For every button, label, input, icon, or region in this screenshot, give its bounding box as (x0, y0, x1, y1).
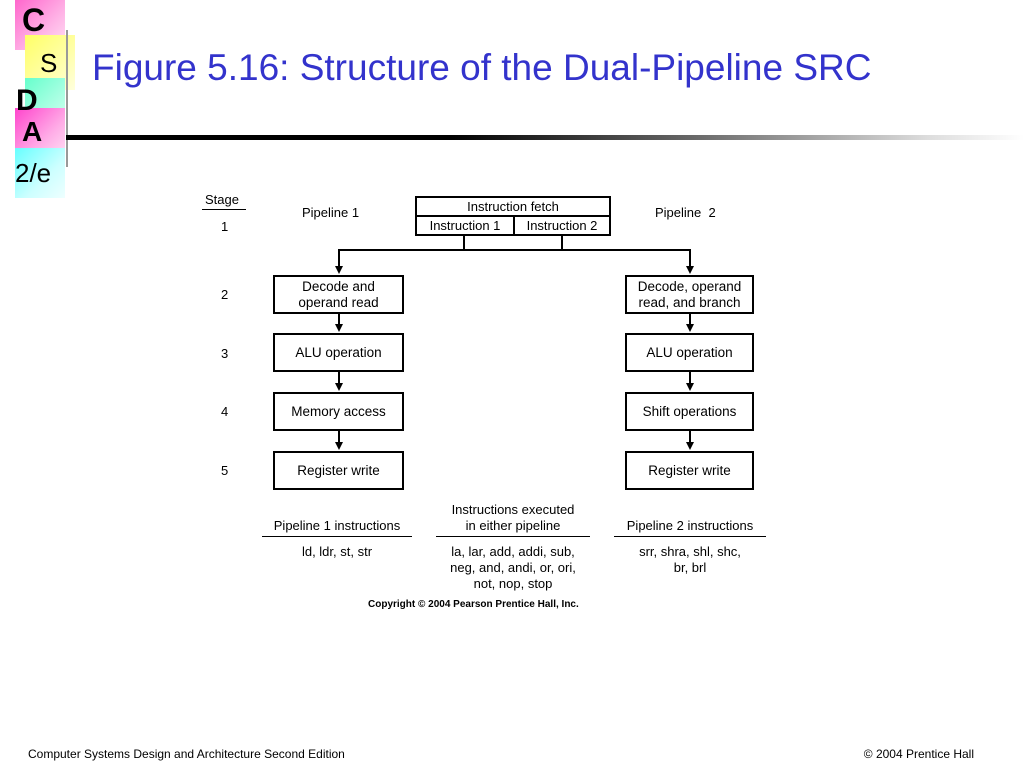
either-pipeline-instructions-underline (436, 536, 590, 537)
title-vertical-rule (66, 30, 68, 167)
stage-header-underline (202, 209, 246, 210)
stage-number: 3 (221, 346, 229, 361)
pipeline-2-instructions-list: srr, shra, shl, shc, br, brl (639, 544, 741, 575)
connector (561, 236, 563, 250)
pipeline-1-stage-5-box: Register write (273, 451, 404, 490)
footer-book-title: Computer Systems Design and Architecture… (28, 747, 345, 761)
pipeline-2-instructions-header: Pipeline 2 instructions (626, 518, 754, 533)
pipeline-1-stage-3-box: ALU operation (273, 333, 404, 372)
connector (338, 314, 340, 325)
instruction-2-box: Instruction 2 (513, 215, 611, 236)
connector (338, 431, 340, 443)
arrow-head (686, 266, 694, 274)
logo-letter-s: S (40, 48, 58, 78)
slide-title: Figure 5.16: Structure of the Dual-Pipel… (92, 47, 872, 88)
arrow-head (335, 266, 343, 274)
stage-number: 5 (221, 463, 229, 478)
pipeline-1-instructions-header: Pipeline 1 instructions (273, 518, 401, 533)
instruction-1-box: Instruction 1 (415, 215, 515, 236)
title-horizontal-rule (66, 135, 1024, 140)
logo-letter-c: C (22, 2, 46, 38)
arrow-head (335, 324, 343, 332)
pipeline-1-stage-2-box: Decode and operand read (273, 275, 404, 314)
logo-letter-d: D (16, 84, 38, 117)
pipeline-2-instructions-underline (614, 536, 766, 537)
connector (689, 372, 691, 384)
connector (689, 314, 691, 325)
connector (463, 236, 465, 250)
pipeline-2-stage-4-box: Shift operations (625, 392, 754, 431)
logo-block-edition (15, 148, 65, 198)
connector (338, 249, 691, 251)
arrow-head (686, 324, 694, 332)
stage-number: 1 (221, 219, 229, 234)
arrow-head (335, 442, 343, 450)
stage-number: 2 (221, 287, 229, 302)
logo-letter-a: A (22, 116, 43, 147)
pipeline-2-stage-3-box: ALU operation (625, 333, 754, 372)
pipeline-1-instructions-list: ld, ldr, st, str (301, 544, 373, 559)
figure-copyright: Copyright © 2004 Pearson Prentice Hall, … (368, 599, 579, 610)
pipeline-1-label: Pipeline 1 (302, 205, 360, 220)
pipeline-1-stage-4-box: Memory access (273, 392, 404, 431)
arrow-head (686, 383, 694, 391)
stage-number: 4 (221, 404, 229, 419)
pipeline-2-stage-5-box: Register write (625, 451, 754, 490)
pipeline-2-label: Pipeline 2 (655, 205, 716, 220)
either-pipeline-instructions-header: Instructions executed in either pipeline (451, 502, 575, 533)
connector (689, 431, 691, 443)
connector (338, 249, 340, 267)
footer-copyright: © 2004 Prentice Hall (863, 747, 974, 761)
arrow-head (335, 383, 343, 391)
arrow-head (686, 442, 694, 450)
pipeline-2-stage-2-box: Decode, operand read, and branch (625, 275, 754, 314)
connector (338, 372, 340, 384)
pipeline-1-instructions-underline (262, 536, 412, 537)
instruction-fetch-box: Instruction fetch (415, 196, 611, 217)
connector (689, 249, 691, 267)
logo-edition: 2/e (15, 158, 52, 188)
either-pipeline-instructions-list: la, lar, add, addi, sub, neg, and, andi,… (450, 544, 576, 591)
stage-header: Stage (205, 192, 239, 207)
